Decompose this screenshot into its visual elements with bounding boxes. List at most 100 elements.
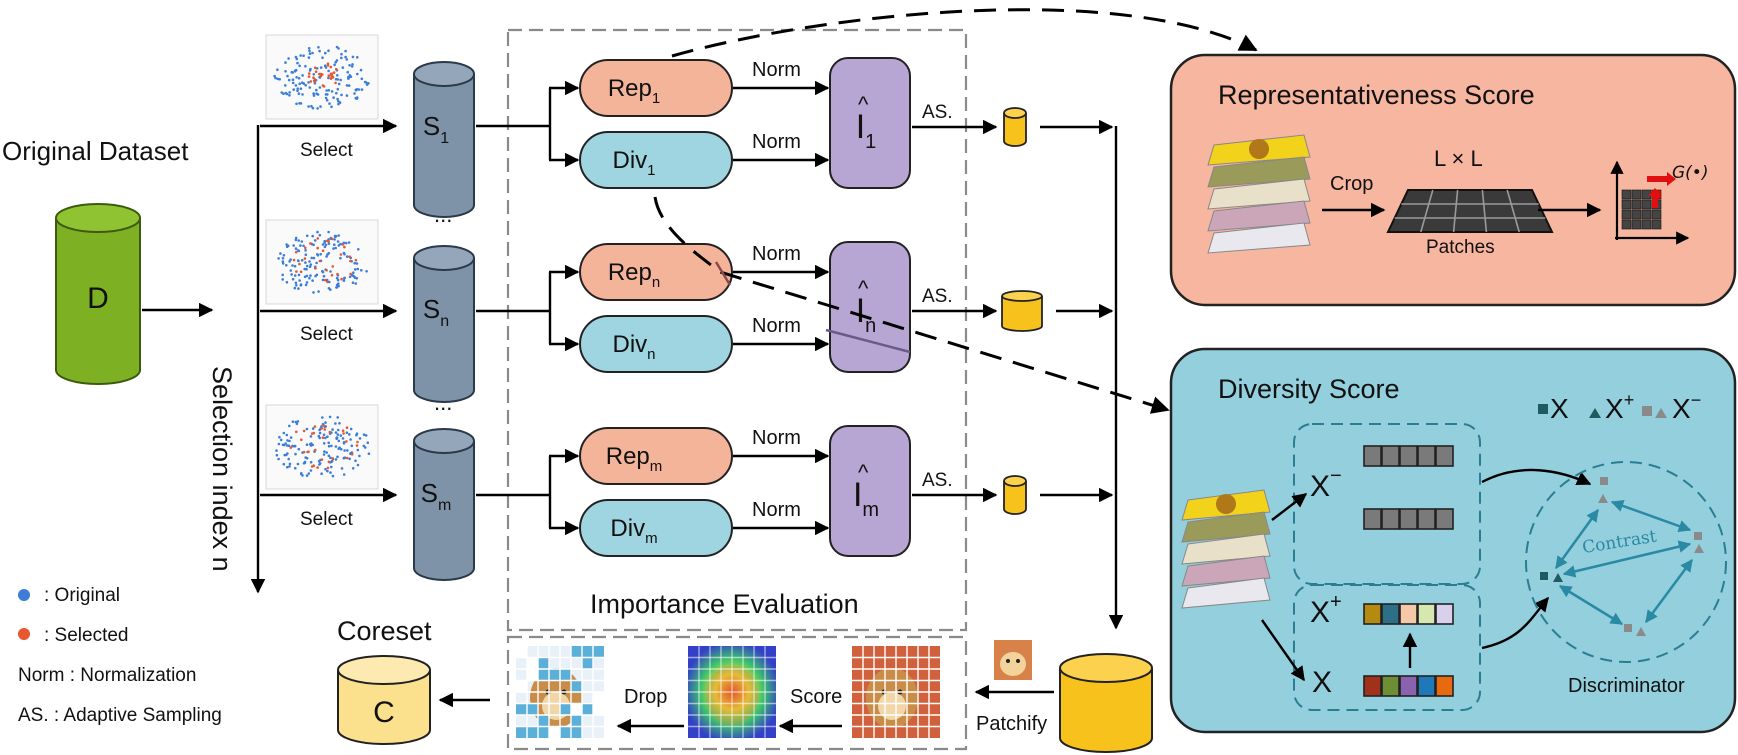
scatter-point-selected [345,426,349,429]
scatter-point-original [324,51,327,55]
legend-xminus-text: X [1672,393,1691,424]
scatter-point-selected [300,438,303,441]
scatter-point-original [327,444,331,448]
scatter-point-original [305,457,309,460]
as-cylinder-top-m [1003,475,1027,487]
scatter-point-selected [330,273,334,277]
scatter-point-original [342,473,346,476]
contrast-graph [1540,477,1704,636]
dashed-connector-top [671,8,1258,58]
scatter-point-original [291,78,295,81]
dropped-patch [593,703,604,715]
scatter-frame [265,219,379,305]
scatter-point-selected [320,427,324,430]
scatter-point-original [322,274,326,278]
scatter-point-selected [321,73,324,76]
scatter-point-original [312,256,316,260]
scatter-point-original [326,435,329,438]
scatter-point-selected [327,74,331,77]
scatter-point-original [318,86,322,89]
scatter-point-original [362,444,366,448]
scatter-point-original [340,93,343,97]
dropped-patch [571,646,582,658]
scatter-point-selected [354,258,358,262]
as-cylinder-n [1001,296,1043,332]
importance-label-m: Im [853,476,879,521]
legend-xplus-text: X [1605,393,1624,424]
scatter-point-original [363,80,367,84]
scatter-point-original [312,291,315,294]
scatter-point-original [335,91,338,95]
scatter-point-original [342,456,346,460]
scatter-point-original [331,428,334,431]
scatter-point-original [354,282,358,285]
scatter-point-original [319,105,322,108]
scatter-point-original [327,49,330,52]
dropped-patch [538,726,549,738]
scatter-point-selected [289,446,293,449]
scatter-point-original [289,436,293,439]
scatter-point-selected [342,432,345,435]
selection-index-label: Selection index n [207,366,237,572]
scatter-point-selected [341,243,345,246]
image-stack-div [1181,489,1271,609]
scatter-point-original [315,92,318,95]
positive-embedding [1363,603,1454,625]
dropped-patch [560,703,571,715]
scatter-point-original [290,70,294,74]
importance-box-1 [829,57,911,189]
scatter-point-original [275,449,278,452]
norm-label-rep-1: Norm [752,59,801,81]
scatter-point-selected [350,453,354,456]
sample-thumbnail [994,640,1032,680]
scatter-point-original [295,422,299,426]
dropped-patch [538,715,549,727]
scatter-point-original [281,260,285,263]
importance-box-m [829,425,911,557]
scatter-point-original [285,264,288,267]
scatter-point-original [292,88,295,91]
scatter-point-original [311,427,315,430]
representativeness-title: Representativeness Score [1218,80,1535,110]
scatter-point-original [307,81,310,84]
scatter-point-original [341,66,345,69]
scatter-point-original [338,101,342,104]
scatter-point-original [348,275,352,279]
scatter-point-selected [340,277,343,281]
scatter-point-original [344,241,348,245]
dropped-patch [527,703,538,715]
scatter-point-original [285,245,289,248]
diversity-panel [1169,347,1737,734]
scatter-point-selected [323,278,327,282]
scatter-point-selected [335,67,338,71]
scatter-point-original [321,56,324,59]
dropped-patch [538,669,549,681]
coreset-cylinder: C [337,655,431,745]
scatter-point-selected [313,425,317,428]
embedding-cell [1381,675,1400,697]
scatter-point-original [297,239,300,242]
scatter-point-original [294,466,297,470]
scatter-point-original [304,261,307,264]
scatter-point-selected [307,72,311,75]
scatter-point-original [294,68,298,72]
x-plus-sup: + [1330,591,1342,613]
scatter-point-original [305,443,309,446]
scatter-point-original [281,273,284,277]
scatter-point-original [281,257,285,260]
scatter-point-original [315,273,319,277]
stacked-image-layer [1181,511,1271,543]
scatter-point-original [346,70,349,74]
scatter-point-original [347,241,351,244]
scatter-point-original [308,260,311,263]
scatter-point-original [294,238,298,242]
scatter-point-original [342,440,346,444]
dropped-patch [516,726,527,738]
scatter-point-original [346,449,349,452]
scatter-point-original [335,436,338,440]
scatter-point-original [290,273,293,276]
scatter-point-original [358,454,361,458]
scatter-point-original [356,448,360,452]
dropped-patch [560,669,571,681]
embedding-cell [1381,445,1400,467]
